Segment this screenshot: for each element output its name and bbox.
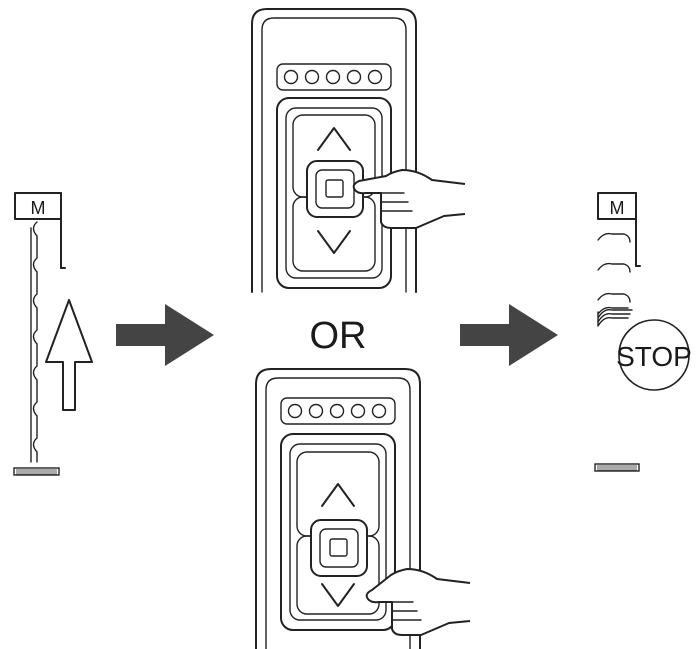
remote-top-up-icon [317, 127, 351, 151]
remote-top-stop-icon [325, 179, 344, 198]
right-arrow-right [460, 304, 558, 366]
right-slat-3 [597, 292, 631, 303]
stop-label: STOP [616, 341, 692, 372]
left-shutter-group: M [13, 192, 93, 476]
remote-bottom-down-icon [321, 583, 355, 607]
motor-label: M [31, 198, 46, 218]
remote-bottom-led-2 [308, 403, 324, 419]
remote-bottom-led-bar [280, 397, 396, 425]
bottom-bar-right-hatch [597, 465, 637, 471]
right-slats-stacked [597, 306, 633, 327]
remote-top-led-2 [304, 69, 320, 85]
remote-top-inner-body [261, 17, 407, 293]
remote-top-led-5 [367, 69, 383, 85]
remote-bottom-inner-body [265, 377, 411, 649]
stop-badge [618, 319, 690, 391]
bottom-bar-left-hatch [16, 469, 57, 475]
hand-finger-lines-bottom [391, 601, 422, 621]
remote-top-led-4 [346, 69, 362, 85]
remote-top-body [251, 8, 417, 293]
hand-finger-lines [380, 192, 413, 212]
right-slat-1 [597, 232, 631, 243]
motor-label-right: M [610, 198, 625, 218]
right-slat-2 [597, 262, 631, 273]
hand-pointing-icon [352, 169, 466, 229]
shutter-curtain-slats [30, 221, 38, 463]
remote-top-led-bar [276, 63, 392, 91]
or-label: OR [310, 315, 367, 357]
remote-bottom-led-1 [287, 403, 303, 419]
remote-bottom [255, 368, 471, 649]
remote-bottom-led-3 [329, 403, 345, 419]
remote-bottom-button-panel [280, 433, 396, 631]
up-direction-arrow [45, 299, 93, 411]
remote-bottom-led-4 [350, 403, 366, 419]
remote-top-down-icon [317, 230, 351, 254]
remote-top [251, 8, 466, 293]
remote-bottom-led-5 [371, 403, 387, 419]
remote-bottom-stop-button-outer[interactable] [310, 519, 368, 577]
remote-bottom-stop-icon [329, 538, 348, 557]
remote-bottom-button-panel-inner [289, 443, 387, 621]
hand-pointing-down-button-icon [365, 568, 471, 636]
remote-bottom-stop-button[interactable] [319, 528, 359, 568]
remote-bottom-up-icon [321, 483, 355, 507]
remote-top-led-1 [283, 69, 299, 85]
right-shutter-group: M STOP [594, 192, 692, 472]
remote-top-led-3 [325, 69, 341, 85]
remote-bottom-body [255, 368, 421, 649]
right-arrow-left [116, 304, 214, 366]
